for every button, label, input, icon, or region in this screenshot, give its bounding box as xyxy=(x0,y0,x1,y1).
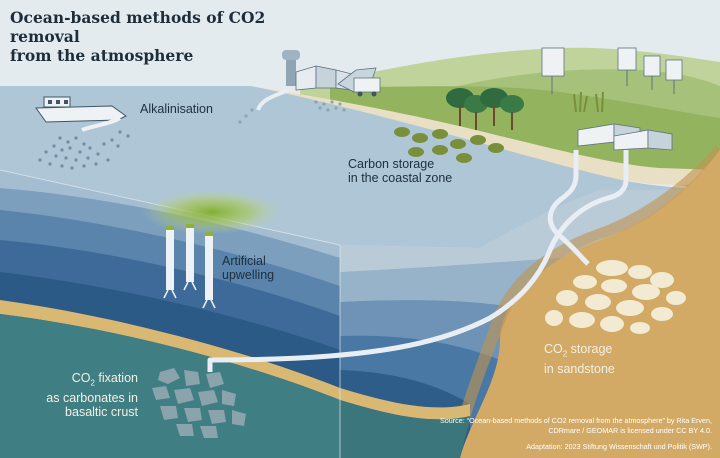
basalt-rocks xyxy=(152,368,246,438)
source-line-2: CDRmare / GEOMAR is licensed under CC BY… xyxy=(548,426,712,435)
co2-pipeline-basalt xyxy=(207,150,629,372)
label-basalt-fixation: CO2 fixation as carbonates in basaltic c… xyxy=(46,371,138,419)
page-title: Ocean-based methods of CO2 removal from … xyxy=(10,8,330,65)
label-basalt-line-3: basaltic crust xyxy=(65,404,138,419)
label-coastal-line-1: Carbon storage xyxy=(348,157,435,171)
mangrove-trees xyxy=(446,88,524,130)
algae-bloom xyxy=(142,190,282,234)
upwelling-pipes xyxy=(163,224,216,309)
title-line-1: Ocean-based methods of CO2 removal xyxy=(10,8,266,46)
source-line-3: Adaptation: 2023 Stiftung Wissenschaft u… xyxy=(526,442,712,451)
label-coastal-line-2: in the coastal zone xyxy=(348,171,453,185)
label-artificial-upwelling: Artificial upwelling xyxy=(222,254,274,282)
basaltic-crust xyxy=(0,314,340,458)
seagrass-beds xyxy=(394,127,504,163)
label-sandstone-storage: CO2 storage in sandstone xyxy=(544,342,615,376)
label-upwelling-line-2: upwelling xyxy=(222,268,275,282)
seafloor-sediment xyxy=(0,300,340,400)
co2-pipeline-sandstone xyxy=(547,150,590,266)
alkalinisation-ship xyxy=(35,96,127,132)
source-line-1: Source: “Ocean-based methods of CO2 remo… xyxy=(439,416,712,425)
alkaline-mineral-dots xyxy=(38,130,130,170)
label-coastal-storage: Carbon storage in the coastal zone xyxy=(348,157,452,185)
label-upwelling-line-1: Artificial xyxy=(222,254,266,268)
mineral-factory xyxy=(282,50,381,97)
outfall-pipe xyxy=(256,88,289,111)
title-line-2: from the atmosphere xyxy=(10,46,194,65)
label-alkalinisation: Alkalinisation xyxy=(140,102,213,116)
source-credit: Source: “Ocean-based methods of CO2 remo… xyxy=(392,416,712,452)
label-basalt-line-1: CO2 fixation xyxy=(71,371,138,388)
label-sandstone-line-2: in sandstone xyxy=(544,361,615,376)
label-sandstone-line-1: CO2 storage xyxy=(544,342,613,359)
dac-units xyxy=(541,47,683,151)
label-basalt-line-2: as carbonates in xyxy=(46,390,138,405)
mineral-pile xyxy=(238,100,346,124)
sandstone-pebbles xyxy=(545,260,686,334)
salt-marsh-reeds xyxy=(573,91,604,113)
